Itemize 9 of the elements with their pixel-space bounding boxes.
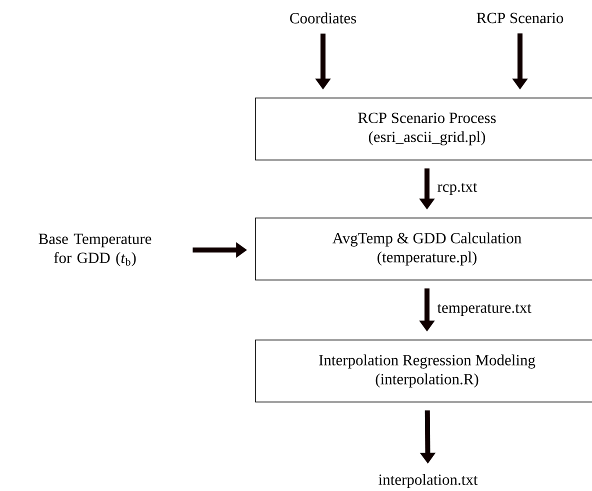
edge-label: rcp.txt bbox=[435, 180, 480, 197]
input-label: RCP Scenario bbox=[476, 12, 564, 24]
input-label: Coordiates bbox=[290, 12, 356, 24]
process-box: RCP Scenario Process (esri_ascii_grid.pl) bbox=[255, 98, 592, 160]
process-box: Interpolation Regression Modeling (interpolation.R) bbox=[255, 340, 592, 402]
input-label: Base Temperature for GDD (t$_{b}$) bbox=[38, 234, 152, 266]
input-label: interpolation.txt bbox=[378, 474, 478, 488]
edge-label: temperature.txt bbox=[435, 302, 534, 318]
process-box: AvgTemp & GDD Calculation (temperature.pl) bbox=[255, 218, 592, 280]
